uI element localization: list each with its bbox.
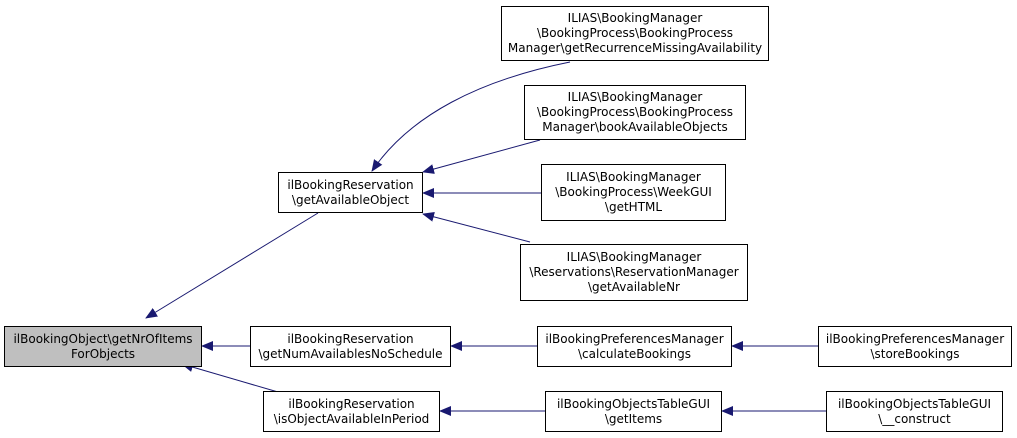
node-label-line: \__construct [878,411,951,426]
node-is-object-available-in-period[interactable]: ilBookingReservation \isObjectAvailableI… [263,391,440,432]
node-label-line: \BookingProcess\BookingProcess [537,105,733,119]
node-label-line: ilBookingReservation [287,177,414,192]
node-label-line: ilBookingPreferencesManager [545,331,724,346]
node-label-line: Manager\bookAvailableObjects [542,120,728,134]
node-label-line: \BookingProcess\WeekGUI [555,185,712,199]
node-label-line: ilBookingReservation [287,331,414,346]
node-label-line: ilBookingObjectsTableGUI [837,396,992,411]
node-label-line: ILIAS\BookingManager [567,90,703,104]
node-get-num-availables-no-schedule[interactable]: ilBookingReservation \getNumAvailablesNo… [250,326,451,367]
node-label-line: ForObjects [70,346,136,361]
node-label-line: ILIAS\BookingManager [566,250,702,264]
edge-is-object-available-to-root [181,362,279,393]
edge-recurrence-missing-to-get-available-object [371,61,571,172]
node-get-nr-of-items-for-objects: ilBookingObject\getNrOfItems ForObjects [4,326,202,367]
node-label-line: ILIAS\BookingManager [566,170,701,184]
node-get-available-object[interactable]: ilBookingReservation \getAvailableObject [278,172,423,213]
node-label-line: \storeBookings [870,346,960,361]
node-get-recurrence-missing-availability[interactable]: ILIAS\BookingManager \BookingProcess\Boo… [501,6,769,61]
node-label-line: \isObjectAvailableInPeriod [273,411,430,426]
node-week-gui-get-html[interactable]: ILIAS\BookingManager \BookingProcess\Wee… [541,164,726,221]
node-label-line: ILIAS\BookingManager [567,11,703,25]
node-table-gui-construct[interactable]: ilBookingObjectsTableGUI \__construct [826,391,1003,432]
node-label-line: Manager\getRecurrenceMissingAvailability [507,41,763,55]
node-table-gui-get-items[interactable]: ilBookingObjectsTableGUI \getItems [545,391,722,432]
node-label-line: ilBookingObjectsTableGUI [556,396,711,411]
node-label-line: \BookingProcess\BookingProcess [537,26,733,40]
node-calculate-bookings[interactable]: ilBookingPreferencesManager \calculateBo… [537,326,732,367]
node-label-line: \Reservations\ReservationManager [529,265,739,279]
node-label-line: \getNumAvailablesNoSchedule [258,346,443,361]
node-label-line: ilBookingObject\getNrOfItems [13,331,193,346]
edge-get-available-nr-to-get-available-object [422,211,531,243]
node-book-available-objects[interactable]: ILIAS\BookingManager \BookingProcess\Boo… [524,85,746,140]
node-label-line: \getAvailableObject [291,192,410,207]
node-label-line: \getAvailableNr [588,280,680,294]
edge-get-available-object-to-root [145,212,319,319]
node-label-line: \calculateBookings [578,346,691,361]
node-reservation-manager-get-available-nr[interactable]: ILIAS\BookingManager \Reservations\Reser… [520,244,748,301]
node-store-bookings[interactable]: ilBookingPreferencesManager \storeBookin… [818,326,1012,367]
node-label-line: ilBookingReservation [288,396,415,411]
node-label-line: \getItems [604,411,663,426]
node-label-line: \getHTML [604,200,663,214]
node-label-line: ilBookingPreferencesManager [825,331,1005,346]
edge-book-available-to-get-available-object [422,139,541,174]
